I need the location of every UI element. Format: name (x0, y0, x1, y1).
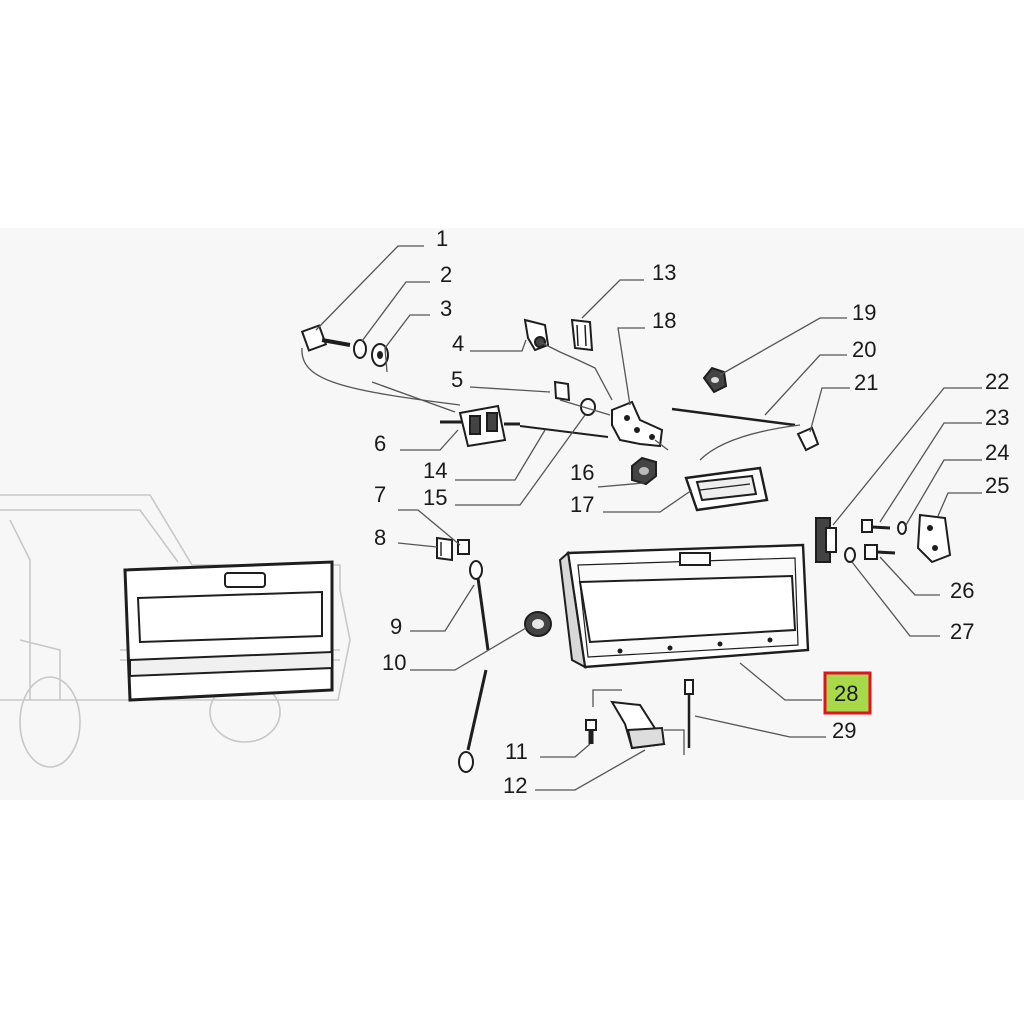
callout-9[interactable]: 9 (390, 614, 402, 639)
callout-labels: 1 2 3 4 5 6 7 8 9 10 11 12 13 14 15 16 1… (374, 226, 1009, 798)
callout-5[interactable]: 5 (451, 367, 463, 392)
callout-8[interactable]: 8 (374, 525, 386, 550)
parts (300, 318, 952, 773)
callout-19[interactable]: 19 (852, 300, 876, 325)
callout-2[interactable]: 2 (440, 262, 452, 287)
callout-23[interactable]: 23 (985, 405, 1009, 430)
callout-10[interactable]: 10 (382, 650, 406, 675)
callout-28-highlight (823, 671, 872, 715)
callout-25[interactable]: 25 (985, 473, 1009, 498)
callout-27[interactable]: 27 (950, 619, 974, 644)
callout-21[interactable]: 21 (854, 370, 878, 395)
leader-lines (315, 245, 982, 791)
callout-7[interactable]: 7 (374, 482, 386, 507)
callout-16[interactable]: 16 (570, 460, 594, 485)
callout-29[interactable]: 29 (832, 718, 856, 743)
callout-12[interactable]: 12 (503, 773, 527, 798)
callout-22[interactable]: 22 (985, 369, 1009, 394)
callout-13[interactable]: 13 (652, 260, 676, 285)
callout-20[interactable]: 20 (852, 337, 876, 362)
callout-15[interactable]: 15 (423, 485, 447, 510)
callout-28[interactable]: 28 (834, 681, 858, 706)
callout-14[interactable]: 14 (423, 458, 447, 483)
callout-18[interactable]: 18 (652, 308, 676, 333)
callout-3[interactable]: 3 (440, 296, 452, 321)
callout-1[interactable]: 1 (436, 226, 448, 251)
callout-26[interactable]: 26 (950, 578, 974, 603)
callout-6[interactable]: 6 (374, 431, 386, 456)
callout-24[interactable]: 24 (985, 440, 1009, 465)
tailgate-installed (123, 560, 334, 702)
callout-17[interactable]: 17 (570, 492, 594, 517)
callout-4[interactable]: 4 (452, 331, 464, 356)
callout-11[interactable]: 11 (505, 739, 528, 764)
tailgate-panel (558, 543, 810, 669)
